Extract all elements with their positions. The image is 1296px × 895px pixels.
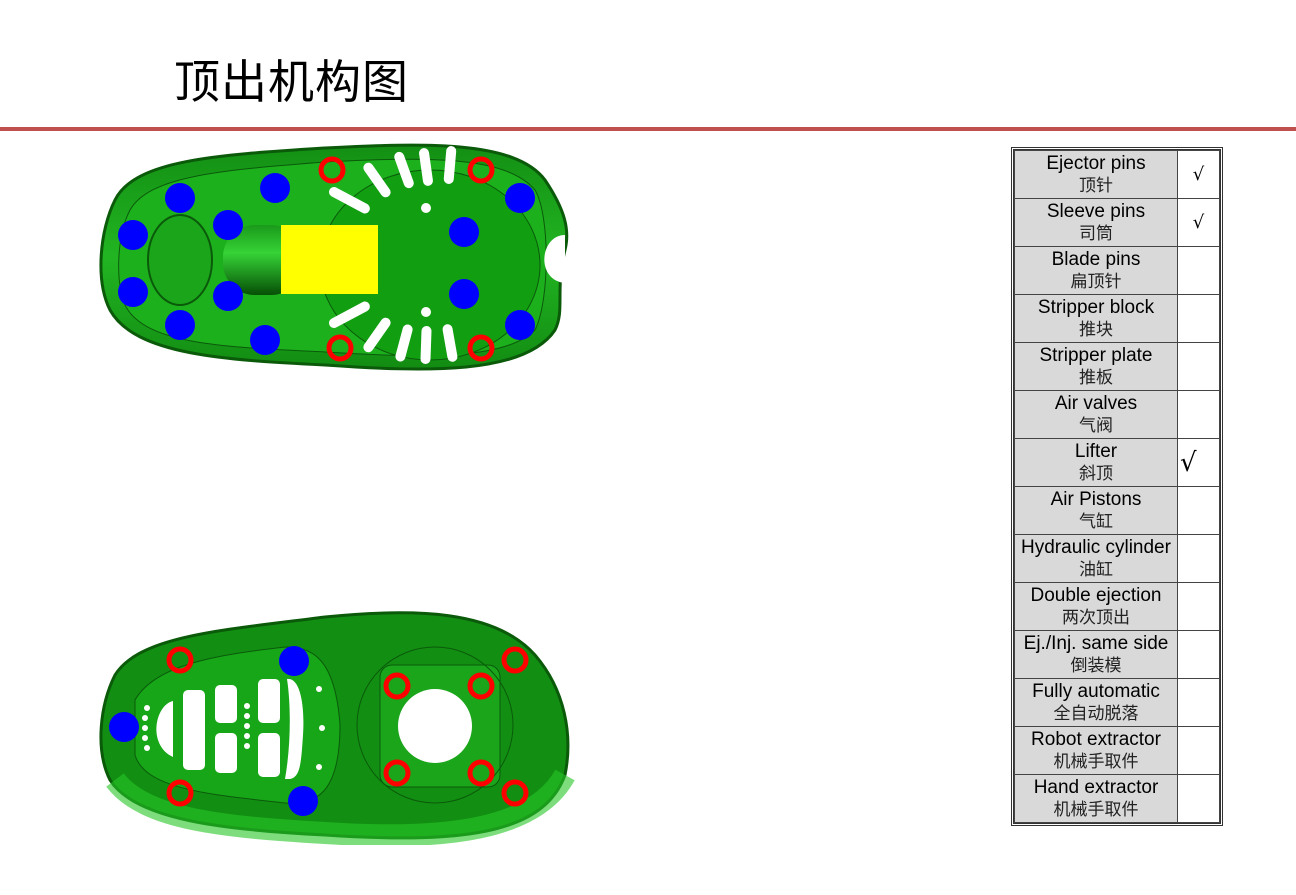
label-zh: 油缸	[1079, 559, 1113, 580]
label-zh: 全自动脱落	[1053, 703, 1139, 724]
title-divider	[0, 127, 1296, 131]
label-zh: 推板	[1079, 367, 1113, 388]
label-zh: 两次顶出	[1062, 607, 1130, 628]
part-view-top	[99, 143, 569, 371]
page-title: 顶出机构图	[174, 55, 409, 109]
label-zh: 斜顶	[1079, 463, 1113, 484]
label-en: Double ejection	[1030, 584, 1162, 606]
check-cell	[1177, 246, 1220, 295]
check-cell	[1177, 342, 1220, 391]
label-en: Sleeve pins	[1046, 200, 1146, 222]
label-zh: 推块	[1079, 319, 1113, 340]
label-zh: 机械手取件	[1053, 799, 1139, 820]
label-en: Stripper block	[1037, 296, 1155, 318]
check-cell	[1177, 582, 1220, 631]
label-en: Fully automatic	[1032, 680, 1160, 702]
part-view-bottom	[99, 611, 575, 845]
label-en: Air Pistons	[1050, 488, 1142, 510]
check-cell: √	[1177, 198, 1220, 247]
label-en: Ej./Inj. same side	[1023, 632, 1169, 654]
label-zh: 扁顶针	[1070, 271, 1122, 292]
check-cell	[1177, 726, 1220, 775]
label-zh: 气缸	[1079, 511, 1113, 532]
check-cell: √	[1177, 438, 1220, 487]
check-cell	[1177, 294, 1220, 343]
check-cell: √	[1177, 150, 1220, 199]
label-en: Air valves	[1054, 392, 1138, 414]
label-zh: 顶针	[1079, 175, 1113, 196]
label-zh: 司筒	[1079, 223, 1113, 244]
label-en: Hydraulic cylinder	[1021, 536, 1171, 558]
label-en: Hand extractor	[1033, 776, 1159, 798]
label-en: Blade pins	[1051, 248, 1141, 270]
check-cell	[1177, 390, 1220, 439]
label-en: Ejector pins	[1046, 152, 1146, 174]
check-cell	[1177, 678, 1220, 727]
label-zh: 气阀	[1079, 415, 1113, 436]
check-cell	[1177, 630, 1220, 679]
check-cell	[1177, 774, 1220, 823]
label-en: Stripper plate	[1039, 344, 1153, 366]
label-zh: 机械手取件	[1053, 751, 1139, 772]
check-cell	[1177, 534, 1220, 583]
check-cell	[1177, 486, 1220, 535]
label-zh: 倒装模	[1070, 655, 1122, 676]
label-en: Lifter	[1074, 440, 1118, 462]
label-en: Robot extractor	[1031, 728, 1161, 750]
